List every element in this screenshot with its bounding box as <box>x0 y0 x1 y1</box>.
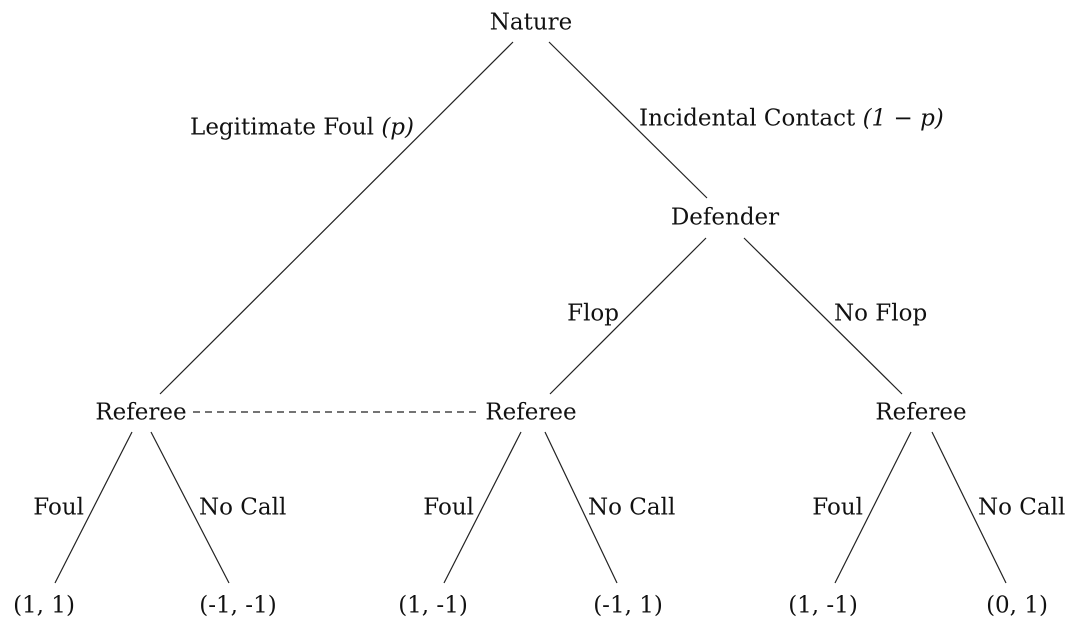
payoff-mid-foul: (1, -1) <box>398 592 468 619</box>
edge-label-probability: (p) <box>381 114 414 141</box>
edge-no-flop <box>743 237 903 395</box>
payoff-left-no-call: (-1, -1) <box>199 592 277 619</box>
payoff-right-foul: (1, -1) <box>788 592 858 619</box>
edge-mid-foul <box>443 431 522 584</box>
edge-legitimate-foul <box>159 41 514 395</box>
edge-label-legitimate-foul: Legitimate Foul (p) <box>190 114 414 141</box>
node-referee-left: Referee <box>95 399 187 426</box>
edge-label-incidental-contact: Incidental Contact (1 − p) <box>639 105 944 132</box>
node-referee-middle: Referee <box>485 399 577 426</box>
node-nature: Nature <box>489 9 573 36</box>
edge-label-mid-no-call: No Call <box>588 494 676 521</box>
edge-label-text: Incidental Contact <box>639 105 856 132</box>
edge-right-no-call <box>931 431 1007 584</box>
edge-incidental-contact <box>548 41 708 199</box>
payoff-mid-no-call: (-1, 1) <box>593 592 663 619</box>
edge-left-foul <box>54 431 133 584</box>
edge-flop <box>549 237 707 395</box>
payoff-right-no-call: (0, 1) <box>986 592 1048 619</box>
edge-right-foul <box>834 431 912 584</box>
edge-label-right-foul: Foul <box>812 494 863 521</box>
edge-label-left-no-call: No Call <box>199 494 287 521</box>
edge-mid-no-call <box>544 431 618 584</box>
node-defender: Defender <box>670 204 780 231</box>
edge-label-left-foul: Foul <box>33 494 84 521</box>
edge-label-mid-foul: Foul <box>423 494 474 521</box>
edge-label-flop: Flop <box>567 300 619 327</box>
edge-label-no-flop: No Flop <box>834 300 928 327</box>
payoff-left-foul: (1, 1) <box>13 592 75 619</box>
edge-left-no-call <box>150 431 230 584</box>
edge-label-right-no-call: No Call <box>978 494 1066 521</box>
node-referee-right: Referee <box>875 399 967 426</box>
edge-label-probability: (1 − p) <box>862 105 944 132</box>
edge-label-text: Legitimate Foul <box>190 114 375 141</box>
